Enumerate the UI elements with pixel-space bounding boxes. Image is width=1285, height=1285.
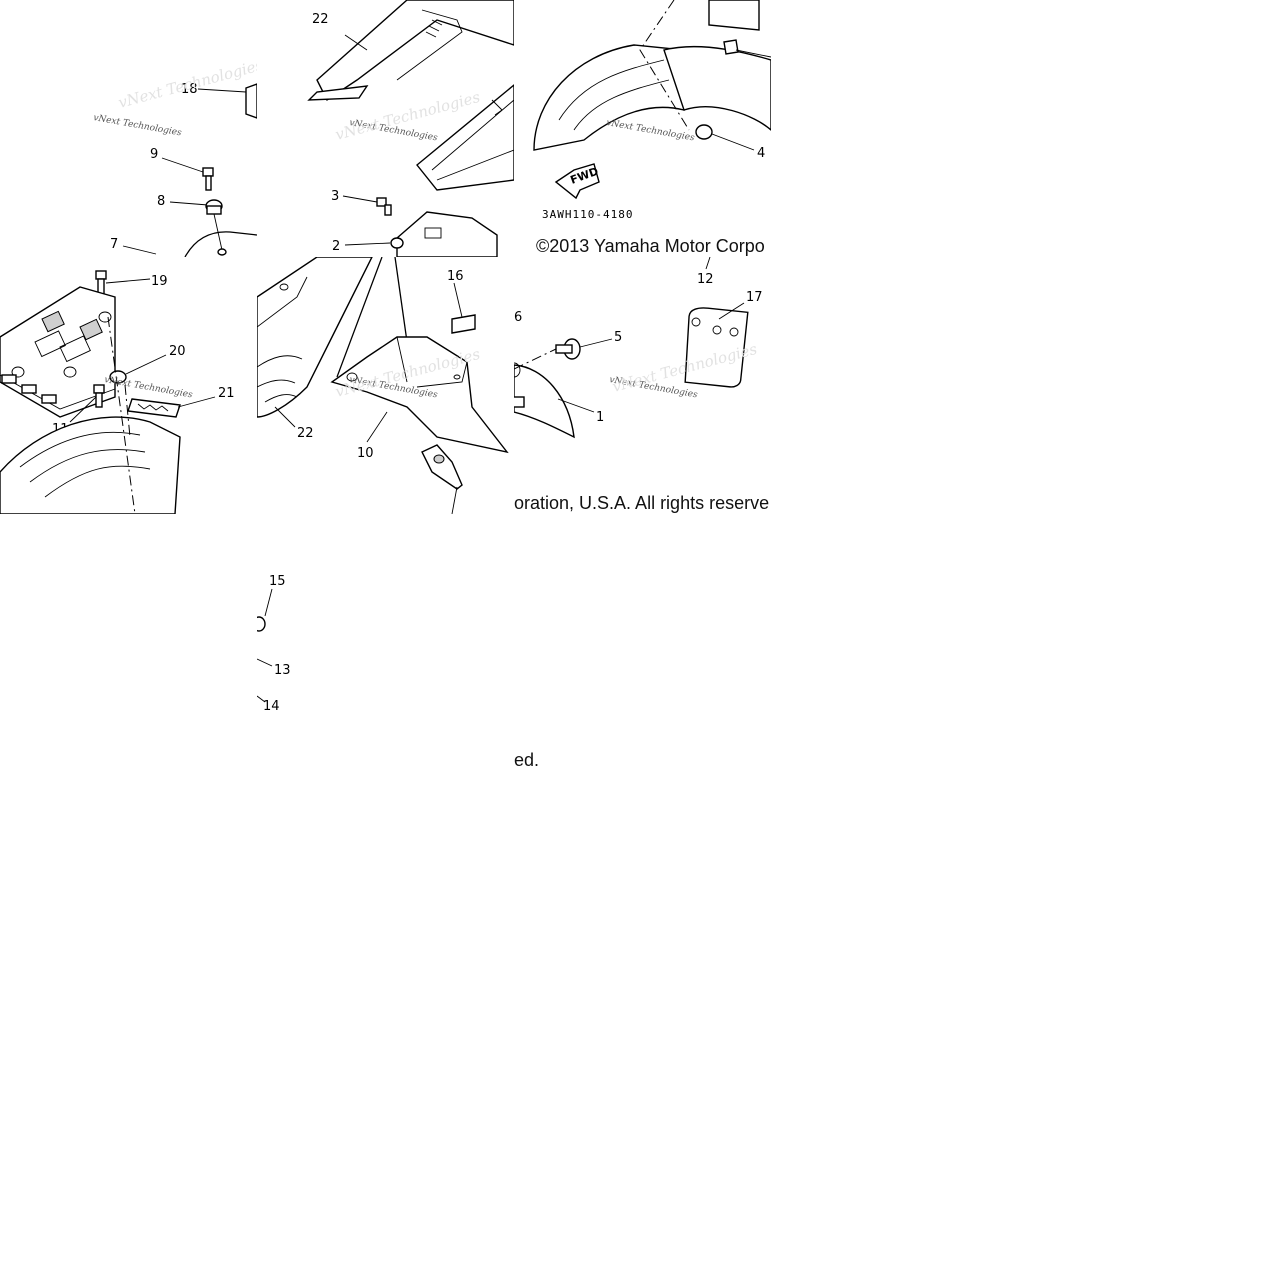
diagram-tile-mid-left: 19 20 21 11 vNext Technologies [0, 257, 257, 514]
plate-17-shape [684, 307, 749, 388]
diagram-tile-bottom-right: ed. [514, 514, 771, 771]
mudguard-1-shape [514, 364, 575, 439]
side-panel-shape [416, 84, 514, 191]
rear-fender-22-shape [257, 257, 373, 418]
front-fender-drawing: 4 FWD 3AWH110-4180 vNext Technologies [533, 0, 771, 221]
copyright-part-2: oration, U.S.A. All rights reserve [514, 493, 770, 513]
rear-carrier-lower-shape [0, 416, 181, 514]
callout-16: 16 [447, 269, 464, 284]
diagram-tile-top-left: 18 9 8 7 vNext Technologies vNext Techno… [0, 0, 257, 257]
callout-2: 2 [332, 239, 340, 254]
callout-7: 7 [110, 237, 118, 252]
reflector-bracket-shape [421, 444, 463, 490]
diagram-tile-bottom-middle: 15 13 14 [257, 514, 514, 771]
watermark-faint: vNext Technologies [116, 56, 257, 112]
washer-20-icon [109, 370, 127, 384]
copyright-part-3: ed. [514, 750, 540, 770]
callout-14: 14 [263, 699, 280, 714]
callout-6: 6 [514, 310, 522, 325]
watermark-text: vNext Technologies [92, 113, 182, 138]
callout-1: 1 [596, 410, 604, 425]
bolt-11-icon [93, 384, 105, 394]
front-fender-shape [533, 44, 685, 151]
bolt-3-icon [376, 197, 387, 207]
callout-19: 19 [151, 274, 168, 289]
diagram-tile-mid-right: 6 5 1 12 17 vNext Technologies vNext Tec… [514, 257, 771, 514]
callout-4: 4 [757, 146, 765, 161]
watermark-text: vNext Technologies [103, 375, 193, 400]
part-18-shape [245, 83, 257, 119]
nut-4-icon [695, 124, 713, 140]
callout-13: 13 [274, 663, 291, 678]
callout-10: 10 [357, 446, 374, 461]
fwd-arrow-icon [554, 163, 600, 200]
callout-9: 9 [150, 147, 158, 162]
carrier-drawing: 19 20 21 11 vNext Technologies [0, 270, 235, 514]
bolt-19-icon [95, 270, 107, 280]
callout-3: 3 [331, 189, 339, 204]
callout-8: 8 [157, 194, 165, 209]
bracket-shape [708, 0, 760, 31]
rear-flap-drawing: 22 16 10 vNext Technologies vNext Techno… [257, 257, 509, 514]
side-cover-22-shape [316, 0, 514, 102]
callout-21: 21 [218, 386, 235, 401]
side-cover-drawing: 22 3 2 vNext Technologies vNext Technolo… [307, 0, 514, 257]
callout-18: 18 [181, 82, 198, 97]
part-code: 3AWH110-4180 [542, 208, 633, 221]
diagram-tile-top-right: 4 FWD 3AWH110-4180 vNext Technologies ©2… [514, 0, 771, 257]
seat-bolts-drawing: 18 9 8 7 vNext Technologies vNext Techno… [92, 56, 257, 257]
mudguard-drawing: 6 5 1 12 17 vNext Technologies vNext Tec… [514, 257, 763, 439]
rear-flap-10-shape [330, 336, 509, 454]
callout-20: 20 [169, 344, 186, 359]
callout-22-top: 22 [312, 12, 329, 27]
bracket-2-shape [396, 211, 498, 257]
watermark-text: vNext Technologies [605, 118, 695, 143]
diagram-tile-top-middle: 22 3 2 vNext Technologies vNext Technolo… [257, 0, 514, 257]
bolt-9-icon [202, 167, 214, 177]
nut-15-icon [257, 616, 266, 632]
part-16-icon [451, 314, 476, 334]
callout-12: 12 [697, 272, 714, 287]
copyright-part-1: ©2013 Yamaha Motor Corpo [536, 236, 765, 256]
diagram-tile-center: 22 16 10 vNext Technologies vNext Techno… [257, 257, 514, 514]
reflector-bolts-drawing: 15 13 14 [257, 574, 291, 714]
callout-17: 17 [746, 290, 763, 305]
callout-5: 5 [614, 330, 622, 345]
callout-15: 15 [269, 574, 286, 589]
callout-22-bottom: 22 [297, 426, 314, 441]
